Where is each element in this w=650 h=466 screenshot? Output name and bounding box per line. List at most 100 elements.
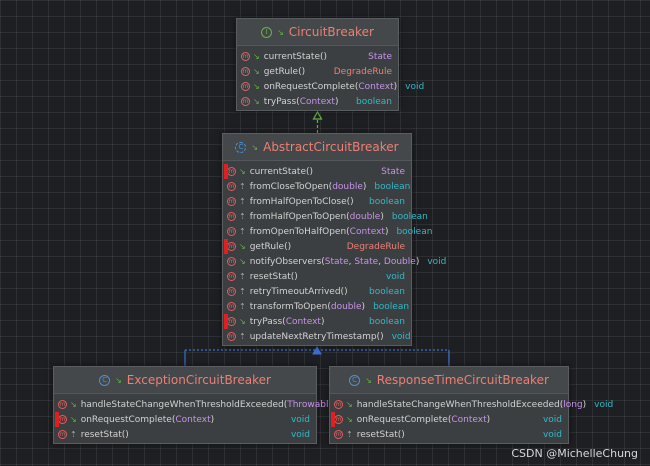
method-row-fromOpenToHalfOpen[interactable]: m⇡fromOpenToHalfOpen(Context)boolean <box>223 224 432 239</box>
method-return-type: void <box>290 429 310 440</box>
method-name: currentState() <box>249 166 314 177</box>
method-list: m↘handleStateChangeWhenThresholdExceeded… <box>54 394 365 442</box>
class-header: I↘CircuitBreaker <box>237 19 398 46</box>
method-row-tryPass[interactable]: m↘tryPass(Context)boolean <box>223 314 411 329</box>
method-return-type: boolean <box>369 286 405 297</box>
method-name: getRule() <box>249 241 292 252</box>
method-return-type: boolean <box>369 196 405 207</box>
class-name: ResponseTimeCircuitBreaker <box>376 373 549 387</box>
method-param: Context <box>175 414 211 425</box>
method-icon: m <box>241 67 250 76</box>
method-name: currentState() <box>263 51 328 62</box>
method-return-type: DegradeRule <box>346 241 405 252</box>
method-icon: m <box>334 430 343 439</box>
method-row-currentState[interactable]: m↘currentState() State <box>237 49 398 64</box>
method-row-onRequestComplete[interactable]: m↘onRequestComplete(Context)void <box>54 412 316 427</box>
class-name: AbstractCircuitBreaker <box>263 140 399 154</box>
protected-visibility-icon: ⇡ <box>239 212 246 221</box>
method-return-type: void <box>594 399 614 410</box>
method-name: notifyObservers(State, State, Double) <box>249 256 420 267</box>
method-icon: m <box>241 52 250 61</box>
method-name: getRule() <box>263 66 306 77</box>
public-visibility-icon: ↘ <box>239 257 246 266</box>
method-row-handleStateChangeWhenThresholdExceeded[interactable]: m↘handleStateChangeWhenThresholdExceeded… <box>54 397 365 412</box>
method-name: onRequestComplete(Context) <box>356 414 491 425</box>
public-visibility-icon: ↘ <box>70 415 77 424</box>
class-header: C↘ExceptionCircuitBreaker <box>54 367 316 394</box>
method-icon: m <box>227 242 236 251</box>
class-kind-icon: C <box>349 374 361 386</box>
method-icon: m <box>227 272 236 281</box>
method-row-getRule[interactable]: m↘getRule()DegradeRule <box>223 239 411 254</box>
method-row-tryPass[interactable]: m↘tryPass(Context)boolean <box>237 94 398 109</box>
method-param: Throwable <box>287 399 335 410</box>
class-name: CircuitBreaker <box>288 25 374 39</box>
method-icon: m <box>58 400 67 409</box>
method-icon: m <box>227 197 236 206</box>
method-param: Context <box>451 414 487 425</box>
public-visibility-icon: ↘ <box>239 167 246 176</box>
method-row-retryTimeoutArrived[interactable]: m⇡retryTimeoutArrived()boolean <box>223 284 411 299</box>
public-visibility-icon: ↘ <box>253 67 260 76</box>
public-visibility-icon: ↘ <box>365 375 372 385</box>
method-row-currentState[interactable]: m↘currentState()State <box>223 164 411 179</box>
method-row-fromCloseToOpen[interactable]: m⇡fromCloseToOpen(double)boolean <box>223 179 411 194</box>
protected-visibility-icon: ⇡ <box>346 430 353 439</box>
method-return-type: boolean <box>356 96 392 107</box>
method-return-type: void <box>290 414 310 425</box>
method-name: fromHalfOpenToClose() <box>249 196 354 207</box>
method-name: onRequestComplete(Context) <box>263 81 398 92</box>
protected-visibility-icon: ⇡ <box>70 430 77 439</box>
protected-visibility-icon: ⇡ <box>239 272 246 281</box>
method-icon: m <box>241 97 250 106</box>
public-visibility-icon: ↘ <box>253 97 260 106</box>
method-icon: m <box>334 400 343 409</box>
method-param: Double <box>383 256 416 267</box>
method-name: resetStat() <box>249 271 298 282</box>
method-row-onRequestComplete[interactable]: m↘onRequestComplete(Context)void <box>237 79 424 94</box>
method-icon: m <box>227 212 236 221</box>
public-visibility-icon: ↘ <box>253 52 260 61</box>
method-list: m↘handleStateChangeWhenThresholdExceeded… <box>330 394 613 442</box>
method-icon: m <box>241 82 250 91</box>
method-return-type: State <box>368 51 392 62</box>
method-return-type: void <box>385 271 405 282</box>
method-row-resetStat[interactable]: m⇡resetStat() void <box>330 427 568 442</box>
method-return-type: boolean <box>374 181 411 192</box>
protected-visibility-icon: ⇡ <box>239 182 246 191</box>
protected-visibility-icon: ⇡ <box>239 197 246 206</box>
class-response-time-circuit-breaker[interactable]: C ↘ ResponseTimeCircuitBreaker m↘handleStat… <box>329 366 613 444</box>
method-row-notifyObservers[interactable]: m↘notifyObservers(State, State, Double)v… <box>223 254 446 269</box>
method-row-resetStat[interactable]: m⇡resetStat() void <box>223 269 411 284</box>
public-visibility-icon: ↘ <box>70 400 77 409</box>
method-name: tryPass(Context) <box>249 316 325 327</box>
method-row-transformToOpen[interactable]: m⇡transformToOpen(double)boolean <box>223 299 411 314</box>
method-return-type: void <box>391 331 411 342</box>
class-header: C ↘ ResponseTimeCircuitBreaker <box>330 367 568 394</box>
method-row-updateNextRetryTimestamp[interactable]: m⇡updateNextRetryTimestamp()void <box>223 329 411 344</box>
method-icon: m <box>227 287 236 296</box>
method-return-type: boolean <box>373 301 410 312</box>
method-icon: m <box>227 257 236 266</box>
method-row-getRule[interactable]: m↘getRule()DegradeRule <box>237 64 398 79</box>
method-name: handleStateChangeWhenThresholdExceeded(l… <box>356 399 587 410</box>
public-visibility-icon: ↘ <box>253 82 260 91</box>
method-row-handleStateChangeWhenThresholdExceeded[interactable]: m↘handleStateChangeWhenThresholdExceeded… <box>330 397 613 412</box>
method-row-onRequestComplete[interactable]: m↘onRequestComplete(Context)void <box>330 412 568 427</box>
method-row-fromHalfOpenToClose[interactable]: m⇡fromHalfOpenToClose() boolean <box>223 194 411 209</box>
method-row-fromHalfOpenToOpen[interactable]: m⇡fromHalfOpenToOpen(double)boolean <box>223 209 428 224</box>
public-visibility-icon: ↘ <box>277 27 284 37</box>
class-name: ExceptionCircuitBreaker <box>126 373 271 387</box>
method-icon: m <box>58 430 67 439</box>
method-return-type: void <box>542 429 562 440</box>
method-name: resetStat() <box>356 429 405 440</box>
public-visibility-icon: ↘ <box>239 317 246 326</box>
method-row-resetStat[interactable]: m⇡resetStat() void <box>54 427 316 442</box>
protected-visibility-icon: ⇡ <box>239 227 246 236</box>
method-name: resetStat() <box>80 429 129 440</box>
method-name: updateNextRetryTimestamp() <box>249 331 384 342</box>
